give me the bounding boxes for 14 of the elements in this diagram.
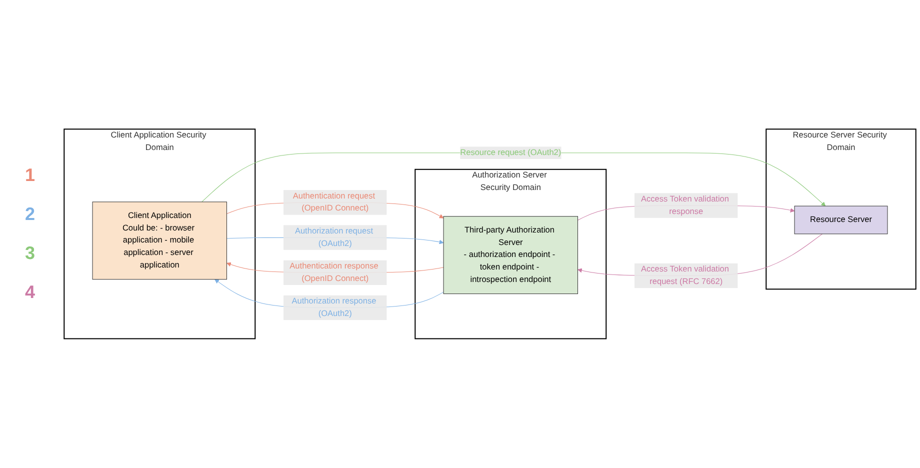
node-box: Resource Server xyxy=(794,206,888,234)
node-box: Third-party Authorization Server - authorization endpoint - token endpoint - introspection endpoint xyxy=(443,216,578,294)
edge-label: Authorization request (OAuth2) xyxy=(294,226,374,248)
edge-label: Access Token validation request (RFC 7662) xyxy=(640,264,729,286)
edge-label: Authentication response (OpenID Connect) xyxy=(290,262,378,284)
step-number: 3 xyxy=(24,243,35,264)
edge-label: Resource request (OAuth2) xyxy=(460,148,562,158)
edge-label: Authentication request (OpenID Connect) xyxy=(292,192,376,213)
step-number: 1 xyxy=(24,165,35,186)
step-number: 2 xyxy=(24,204,35,225)
edge-label: Access Token validation response xyxy=(640,194,729,216)
step-number: 4 xyxy=(24,282,35,303)
node-box: Client Application Could be: - browser application - mobile application - server application xyxy=(92,202,227,280)
edge-label: Authorization response (OAuth2) xyxy=(292,296,376,318)
